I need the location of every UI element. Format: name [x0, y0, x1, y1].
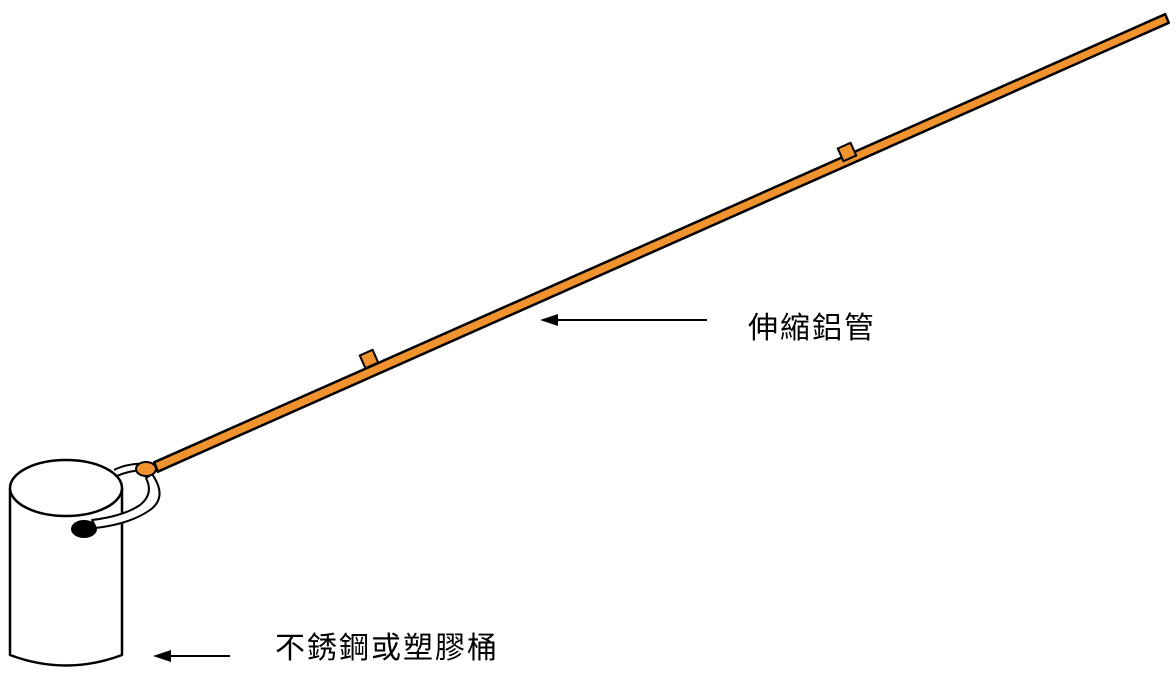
bracket-curved-arm	[91, 473, 161, 529]
bucket	[8, 458, 124, 667]
pole-joint-upper	[836, 141, 858, 163]
left-arrow-icon	[540, 314, 707, 326]
bucket-rim	[8, 458, 124, 518]
telescopic-pole	[135, 12, 1171, 477]
pole-joint-lower	[358, 348, 380, 370]
bucket-hole	[71, 520, 97, 538]
pole-label: 伸縮鋁管	[748, 311, 876, 346]
bucket-label: 不銹鋼或塑膠桶	[275, 631, 499, 666]
pole-shaft	[152, 12, 1171, 473]
left-arrow-icon	[153, 650, 230, 662]
pole-end-cap	[135, 461, 157, 477]
